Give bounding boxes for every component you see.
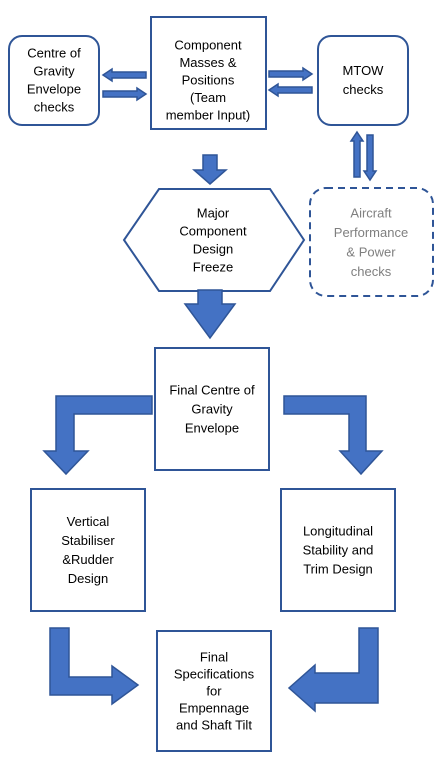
- node-label-line: Final Centre of: [169, 383, 255, 398]
- node-label-line: Performance: [334, 225, 408, 240]
- node-label-line: Centre of: [27, 46, 81, 61]
- node-label-line: Specifications: [174, 667, 255, 682]
- node-label-line: checks: [343, 82, 384, 97]
- node-label-line: & Power: [346, 244, 396, 259]
- vertical-stabiliser-box: [30, 488, 146, 612]
- arrow-from-cog-checks: [102, 86, 148, 102]
- node-label-line: checks: [34, 100, 75, 115]
- node-label-line: Gravity: [191, 402, 233, 417]
- node-label-line: Major: [197, 206, 230, 221]
- arrow-from-vertical-stabiliser: [49, 627, 140, 706]
- node-label-line: Longitudinal: [303, 524, 373, 539]
- final-specs-box: [156, 630, 272, 752]
- node-label-line: Vertical: [67, 514, 110, 529]
- node-label-line: Envelope: [185, 421, 239, 436]
- arrow-from-longitudinal-stability: [287, 627, 379, 713]
- arrow-to-mtow: [268, 66, 314, 82]
- node-label-line: member Input): [166, 108, 251, 123]
- node-label-line: Component: [174, 38, 242, 53]
- arrow-to-mtow-from-performance: [349, 130, 365, 178]
- node-label-line: Masses &: [179, 55, 236, 70]
- node-label-line: for: [206, 684, 222, 699]
- node-label-line: &Rudder: [62, 552, 114, 567]
- node-label-line: Empennage: [179, 701, 249, 716]
- arrow-to-design-freeze: [192, 154, 228, 185]
- cog-checks-box: [8, 35, 100, 126]
- node-label-line: MTOW: [343, 63, 385, 78]
- node-label-line: Stabiliser: [61, 533, 115, 548]
- node-label-line: Aircraft: [350, 205, 392, 220]
- performance-checks-box: [309, 187, 434, 297]
- node-label-line: Positions: [182, 73, 235, 88]
- node-label-line: Freeze: [193, 260, 233, 275]
- node-label-line: and Shaft Tilt: [176, 718, 252, 733]
- node-label-line: Gravity: [33, 64, 75, 79]
- arrow-to-final-cog: [183, 289, 237, 340]
- node-label-line: Design: [193, 242, 233, 257]
- arrow-to-longitudinal-stability: [283, 395, 384, 476]
- node-label-line: (Team: [190, 90, 226, 105]
- design-freeze-hexagon: [122, 188, 306, 292]
- node-label-line: Envelope: [27, 82, 81, 97]
- arrow-to-performance: [362, 134, 378, 182]
- node-label-line: checks: [351, 264, 392, 279]
- arrow-to-vertical-stabiliser: [42, 395, 153, 476]
- arrow-from-mtow: [267, 82, 313, 98]
- component-masses-box: [150, 16, 267, 130]
- node-label-line: Trim Design: [303, 562, 373, 577]
- node-label-line: Design: [68, 571, 108, 586]
- mtow-checks-box: [317, 35, 409, 126]
- node-label-line: Final: [200, 650, 228, 665]
- arrow-to-cog-checks: [101, 67, 147, 83]
- node-label-line: Stability and: [303, 543, 374, 558]
- mtow-checks-label: MTOW checks: [343, 63, 385, 97]
- longitudinal-stability-box: [280, 488, 396, 612]
- node-label-line: Component: [179, 224, 247, 239]
- final-cog-box: [154, 347, 270, 471]
